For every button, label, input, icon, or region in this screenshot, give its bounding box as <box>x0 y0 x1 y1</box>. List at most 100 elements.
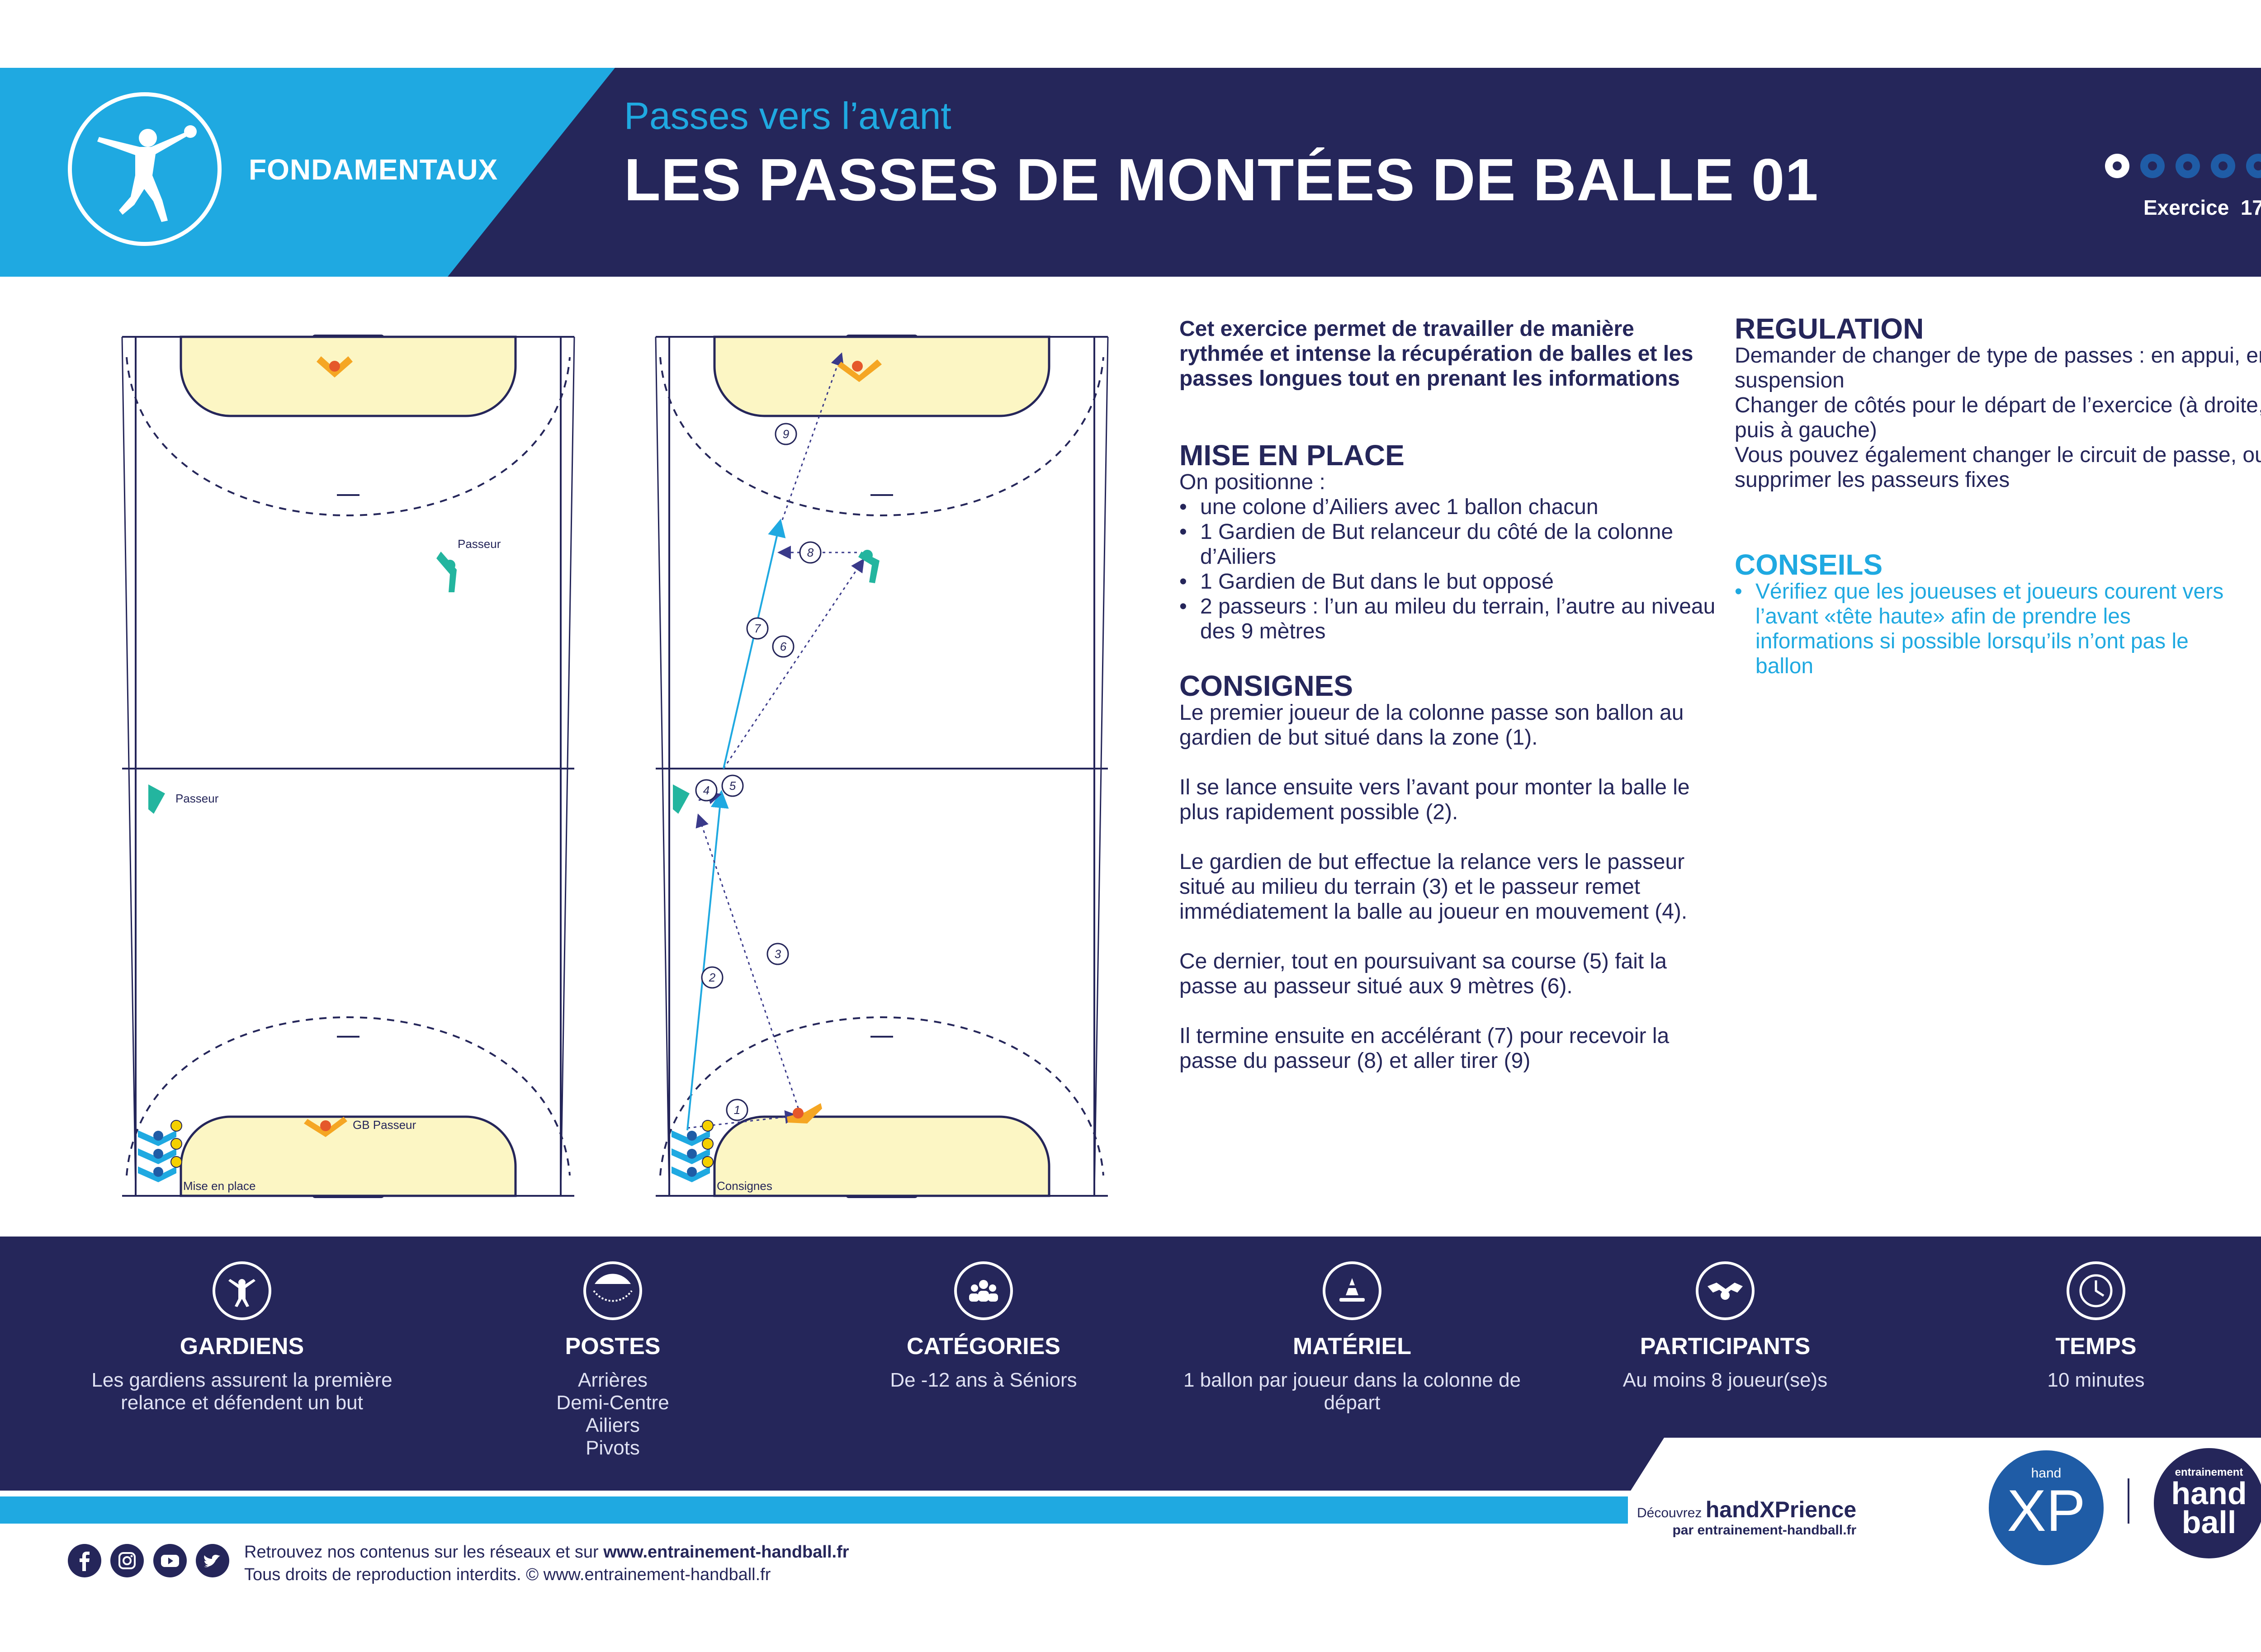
goalkeeper-icon <box>213 1261 271 1320</box>
info-positions-value: Arrières Demi-Centre Ailiers Pivots <box>556 1369 669 1459</box>
instagram-icon[interactable] <box>110 1544 144 1577</box>
regulation-line: Changer de côtés pour le départ de l’exe… <box>1735 393 2261 442</box>
footer-line1-prefix: Retrouvez nos contenus sur les réseaux e… <box>244 1543 604 1562</box>
info-equipment: MATÉRIEL 1 ballon par joueur dans la col… <box>1171 1261 1533 1414</box>
goalkeeper-marker <box>787 1103 822 1123</box>
twitter-icon[interactable] <box>196 1544 230 1577</box>
svg-text:7: 7 <box>754 622 762 635</box>
setup-item: 2 passeurs : l’un au mileu du terrain, l… <box>1179 594 1726 644</box>
passer-marker <box>436 552 457 592</box>
winger-column <box>672 1120 714 1182</box>
footer-copyright: Tous droits de reproduction interdits. ©… <box>244 1565 771 1584</box>
passer-marker <box>673 784 690 814</box>
goalkeeper-marker <box>837 359 882 382</box>
footer-text: Retrouvez nos contenus sur les réseaux e… <box>244 1541 849 1586</box>
social-links <box>68 1544 237 1577</box>
info-time-value: 10 minutes <box>2047 1369 2145 1391</box>
info-participants-title: PARTICIPANTS <box>1640 1333 1811 1359</box>
svg-text:9: 9 <box>783 427 789 441</box>
entrainement-handball-logo[interactable]: entrainement hand ball <box>2150 1444 2261 1562</box>
eh-logo-bot: ball <box>2181 1505 2237 1540</box>
ball-icon <box>2140 154 2165 178</box>
info-participants: PARTICIPANTS Au moins 8 joueur(se)s <box>1544 1261 1906 1392</box>
discover-by: par entrainement-handball.fr <box>1672 1523 1857 1538</box>
footer-site-link[interactable]: www.entrainement-handball.fr <box>603 1543 849 1562</box>
passer-marker <box>148 784 165 814</box>
svg-text:1: 1 <box>734 1103 740 1117</box>
advice-heading: CONSEILS <box>1735 548 1883 581</box>
regulation-heading: REGULATION <box>1735 312 1924 345</box>
info-categories-title: CATÉGORIES <box>907 1333 1060 1359</box>
ball-icon <box>2246 154 2261 178</box>
setup-item: 1 Gardien de But relanceur du côté de la… <box>1179 519 1726 569</box>
page-title: LES PASSES DE MONTÉES DE BALLE 01 <box>624 146 1819 213</box>
step-marker-9: 9 <box>775 423 797 445</box>
info-keepers: GARDIENS Les gardiens assurent la premiè… <box>61 1261 423 1414</box>
handshake-icon <box>1696 1261 1755 1320</box>
info-keepers-value: Les gardiens assurent la première relanc… <box>91 1369 393 1414</box>
ball-icon <box>2105 154 2129 178</box>
facebook-icon[interactable] <box>68 1544 101 1577</box>
step-marker-2: 2 <box>701 966 724 989</box>
xp-logo-small: hand <box>2031 1466 2062 1481</box>
instruction-paragraph: Ce dernier, tout en poursuivant sa cours… <box>1179 949 1667 998</box>
cone-icon <box>1323 1261 1381 1320</box>
winger-column <box>138 1120 182 1182</box>
info-keepers-title: GARDIENS <box>180 1333 304 1359</box>
court-left-caption: Mise en place <box>183 1179 255 1193</box>
info-time-title: TEMPS <box>2055 1333 2137 1359</box>
xp-logo-big: XP <box>2007 1477 2086 1543</box>
youtube-icon[interactable] <box>153 1544 187 1577</box>
setup-section: MISE EN PLACE On positionne : une colone… <box>1179 439 1726 644</box>
exercise-number: Exercice 176 <box>2143 195 2261 220</box>
setup-heading: MISE EN PLACE <box>1179 439 1405 472</box>
discover-banner[interactable]: Découvrez handXPrience par entrainement-… <box>1637 1496 1856 1538</box>
info-equipment-title: MATÉRIEL <box>1293 1333 1411 1359</box>
info-participants-value: Au moins 8 joueur(se)s <box>1622 1369 1828 1391</box>
instructions-section: CONSIGNES Le premier joueur de la colonn… <box>1179 670 1726 1098</box>
intro-text: Cet exercice permet de travailler de man… <box>1179 317 1693 391</box>
info-time: TEMPS 10 minutes <box>1915 1261 2261 1392</box>
category-label: FONDAMENTAUX <box>249 153 498 186</box>
passer-label-top: Passeur <box>458 537 501 551</box>
instruction-paragraph: Le premier joueur de la colonne passe so… <box>1179 701 1684 750</box>
discover-brand: handXPrience <box>1705 1497 1857 1522</box>
court-mise-en-place: Passeur Passeur GB Passeur Mise en place <box>121 335 575 1198</box>
passer-label-mid: Passeur <box>175 792 219 805</box>
ball-icon <box>2211 154 2235 178</box>
footer-accent-strip <box>0 1496 1628 1524</box>
info-categories: CATÉGORIES De -12 ans à Séniors <box>803 1261 1164 1392</box>
setup-item: 1 Gardien de But dans le but opposé <box>1179 569 1726 594</box>
page-subtitle: Passes vers l’avant <box>624 94 951 137</box>
logo-divider <box>2128 1478 2129 1524</box>
instruction-paragraph: Il se lance ensuite vers l’avant pour mo… <box>1179 775 1690 824</box>
eh-logo-top: entrainement <box>2175 1466 2243 1478</box>
advice-section: CONSEILS Vérifiez que les joueuses et jo… <box>1735 548 2250 679</box>
goalkeeper-marker <box>304 1117 347 1137</box>
step-marker-7: 7 <box>746 617 769 640</box>
category-logo <box>68 92 222 246</box>
step-marker-8: 8 <box>799 541 822 564</box>
xp-logo[interactable]: hand XP <box>1985 1447 2107 1569</box>
regulation-section: REGULATION Demander de changer de type d… <box>1735 312 2261 492</box>
goalkeeper-marker <box>317 356 353 378</box>
court-icon <box>583 1261 642 1320</box>
setup-item: une colone d’Ailiers avec 1 ballon chacu… <box>1179 495 1726 519</box>
svg-text:6: 6 <box>780 640 787 653</box>
step-marker-5: 5 <box>721 774 744 797</box>
player-silhouette-icon <box>97 125 197 222</box>
step-marker-1: 1 <box>726 1099 748 1121</box>
instructions-heading: CONSIGNES <box>1179 670 1353 702</box>
advice-item: Vérifiez que les joueuses et joueurs cou… <box>1735 579 2250 679</box>
ball-icon <box>2176 154 2200 178</box>
svg-text:2: 2 <box>709 971 716 984</box>
svg-text:8: 8 <box>807 546 814 559</box>
eh-logo-mid: hand <box>2171 1476 2247 1511</box>
difficulty-rating <box>2105 154 2261 178</box>
instruction-paragraph: Il termine ensuite en accélérant (7) pou… <box>1179 1024 1670 1073</box>
svg-text:3: 3 <box>775 947 781 961</box>
group-icon <box>954 1261 1013 1320</box>
court-diagrams: Passeur Passeur GB Passeur Mise en place <box>121 335 1109 1198</box>
svg-text:4: 4 <box>703 784 710 797</box>
court-consignes: Consignes 1 2 3 4 5 6 7 8 9 <box>655 335 1109 1198</box>
